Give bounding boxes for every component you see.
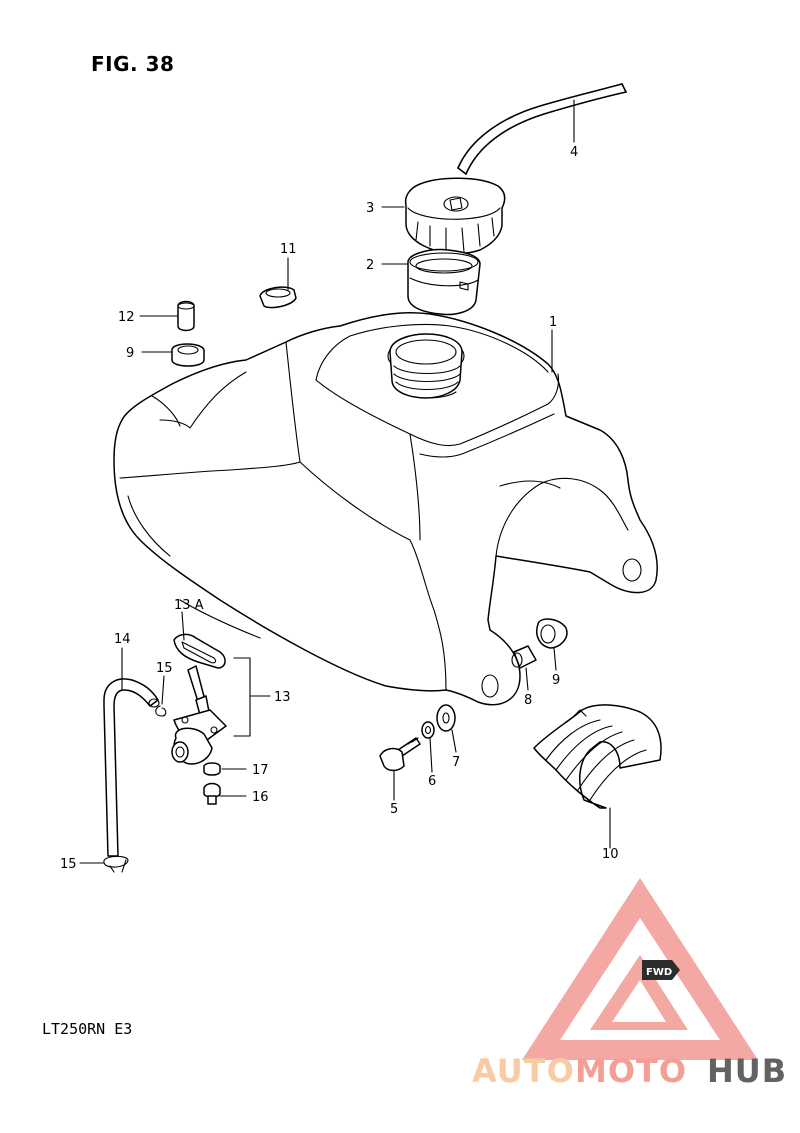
callout-13a: 13 A: [174, 598, 204, 613]
part-13a-gasket: [173, 633, 226, 669]
brand-moto: MOTO: [575, 1052, 687, 1090]
callout-5: 5: [390, 802, 398, 817]
callout-10: 10: [602, 847, 619, 862]
leader-lines: [79, 99, 611, 864]
part-16-screw: [203, 782, 221, 805]
part-9-grommet-right: [536, 618, 568, 649]
callout-3: 3: [366, 201, 374, 216]
callout-6: 6: [428, 774, 436, 789]
callout-4: 4: [570, 145, 578, 160]
callout-8: 8: [524, 693, 532, 708]
part-14-fuel-hose: [103, 678, 160, 857]
callout-11: 11: [280, 242, 297, 257]
callout-16: 16: [252, 790, 269, 805]
model-code: LT250RN E3: [42, 1020, 133, 1038]
callout-15-upper: 15: [156, 661, 173, 676]
part-4-breather-hose: [457, 83, 627, 175]
callout-17: 17: [252, 763, 269, 778]
part-6-lock-washer: [421, 721, 435, 739]
brand-hub: HUB: [707, 1052, 787, 1090]
part-10-heat-shield: [533, 704, 662, 809]
part-13-fuel-cock: [171, 665, 227, 765]
part-9-grommet-left: [171, 343, 205, 367]
callout-13: 13: [274, 690, 291, 705]
part-12-collar: [177, 300, 195, 332]
part-5-bolt: [379, 737, 421, 772]
watermark-logo: FWD AUTO MOTO HUB: [472, 878, 787, 1090]
part-17-nut: [203, 762, 221, 776]
callout-1: 1: [549, 315, 557, 330]
callout-labels: 1 2 3 4 5 6 7 8 9 9 10 11 12 13 13 A 14 …: [60, 145, 619, 872]
figure-title: FIG. 38: [91, 52, 175, 76]
part-15-clip-upper: [155, 705, 167, 717]
callout-12: 12: [118, 310, 135, 325]
callout-15-lower: 15: [60, 857, 77, 872]
part-1-fuel-tank: [113, 312, 658, 706]
part-15-clip-lower: [103, 855, 129, 873]
part-3-fuel-cap: [404, 177, 506, 255]
callout-14: 14: [114, 632, 131, 647]
part-2-filler-ring: [407, 248, 481, 316]
fwd-badge: FWD: [642, 960, 680, 980]
fwd-badge-text: FWD: [646, 967, 672, 978]
callout-9-right: 9: [552, 673, 560, 688]
part-7-washer: [436, 704, 456, 732]
brand-auto: AUTO: [472, 1052, 575, 1090]
part-8-collar: [511, 645, 537, 669]
callout-9-left: 9: [126, 346, 134, 361]
callout-7: 7: [452, 755, 460, 770]
part-11-grommet: [259, 286, 297, 309]
callout-2: 2: [366, 258, 374, 273]
